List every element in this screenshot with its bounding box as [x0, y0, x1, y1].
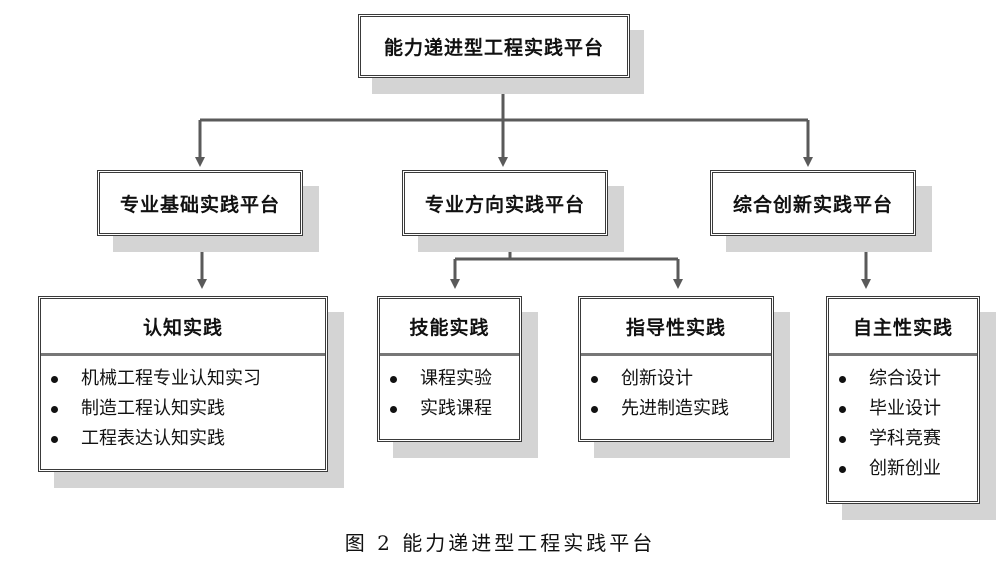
bullet-icon [390, 406, 397, 413]
list-item: 实践课程 [380, 394, 519, 424]
platform-box-1: 专业基础实践平台 [97, 170, 303, 236]
card-item-list: 创新设计 先进制造实践 [581, 356, 771, 424]
list-item-text: 工程表达认知实践 [81, 428, 225, 449]
list-item: 先进制造实践 [581, 394, 771, 424]
list-item: 创新设计 [581, 364, 771, 394]
bullet-icon [839, 466, 846, 473]
platform-title-1: 专业基础实践平台 [119, 193, 280, 216]
top-platform-box: 能力递进型工程实践平台 [358, 14, 630, 78]
list-item-text: 综合设计 [869, 368, 941, 389]
list-item-text: 制造工程认知实践 [81, 398, 225, 419]
list-item-text: 创新创业 [869, 458, 941, 479]
list-item: 学科竞赛 [829, 424, 977, 454]
platform-title-3: 综合创新实践平台 [732, 193, 893, 216]
list-item-text: 学科竞赛 [869, 428, 941, 449]
bullet-icon [591, 406, 598, 413]
card-guided-practice: 指导性实践 创新设计 先进制造实践 [578, 296, 774, 442]
list-item-text: 先进制造实践 [621, 398, 729, 419]
bullet-icon [839, 406, 846, 413]
card-item-list: 课程实验 实践课程 [380, 356, 519, 424]
list-item-text: 创新设计 [621, 368, 693, 389]
list-item-text: 课程实验 [420, 368, 492, 389]
figure-caption: 图 2 能力递进型工程实践平台 [344, 531, 656, 555]
card-autonomous-practice: 自主性实践 综合设计 毕业设计 学科竞赛 创新创业 [826, 296, 980, 504]
list-item-text: 实践课程 [420, 398, 492, 419]
list-item-text: 毕业设计 [869, 398, 941, 419]
card-skill-practice: 技能实践 课程实验 实践课程 [377, 296, 522, 442]
list-item: 综合设计 [829, 364, 977, 394]
bullet-icon [51, 436, 58, 443]
bullet-icon [839, 436, 846, 443]
platform-title-2: 专业方向实践平台 [424, 193, 585, 216]
list-item: 制造工程认知实践 [41, 394, 325, 424]
list-item: 创新创业 [829, 454, 977, 484]
card-title: 自主性实践 [829, 299, 977, 356]
card-title: 技能实践 [380, 299, 519, 356]
card-title: 认知实践 [41, 299, 325, 356]
platform-box-3: 综合创新实践平台 [710, 170, 916, 236]
list-item: 课程实验 [380, 364, 519, 394]
card-title: 指导性实践 [581, 299, 771, 356]
bullet-icon [591, 376, 598, 383]
list-item: 毕业设计 [829, 394, 977, 424]
card-item-list: 综合设计 毕业设计 学科竞赛 创新创业 [829, 356, 977, 484]
card-item-list: 机械工程专业认知实习 制造工程认知实践 工程表达认知实践 [41, 356, 325, 454]
list-item: 工程表达认知实践 [41, 424, 325, 454]
platform-box-2: 专业方向实践平台 [402, 170, 608, 236]
bullet-icon [51, 406, 58, 413]
list-item-text: 机械工程专业认知实习 [81, 368, 261, 389]
bullet-icon [390, 376, 397, 383]
list-item: 机械工程专业认知实习 [41, 364, 325, 394]
bullet-icon [51, 376, 58, 383]
bullet-icon [839, 376, 846, 383]
top-platform-title: 能力递进型工程实践平台 [383, 36, 604, 59]
card-cognitive-practice: 认知实践 机械工程专业认知实习 制造工程认知实践 工程表达认知实践 [38, 296, 328, 472]
